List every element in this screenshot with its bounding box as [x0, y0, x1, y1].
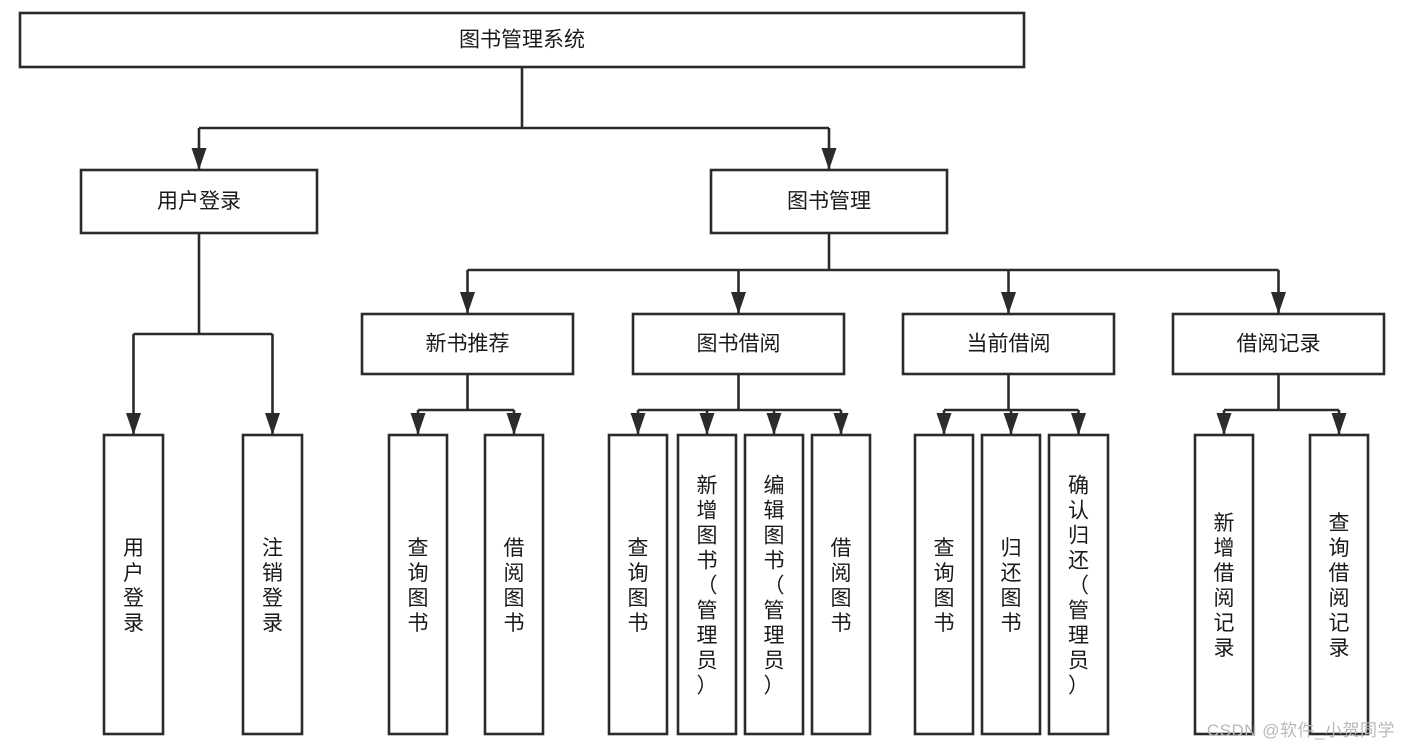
node-label: 确认归还（管理员） — [1068, 475, 1089, 698]
node-leaf-bor-edit-book[interactable]: 编辑图书（管理员） — [743, 433, 805, 736]
node-box — [901, 312, 1116, 376]
node-current-borrow[interactable]: 当前借阅 — [901, 312, 1116, 376]
node-label: 借阅记录 — [1237, 333, 1321, 356]
node-label: 查询图书 — [934, 537, 955, 635]
node-leaf-user-login[interactable]: 用户登录 — [102, 433, 165, 736]
node-label: 用户登录 — [123, 537, 144, 635]
node-box — [709, 168, 949, 235]
arrow-head-icon — [410, 413, 426, 435]
node-box — [1171, 312, 1386, 376]
arrow-head-icon — [1003, 413, 1019, 435]
node-label: 当前借阅 — [967, 333, 1051, 356]
node-box — [607, 433, 669, 736]
node-box — [1193, 433, 1255, 736]
node-box — [79, 168, 319, 235]
node-label: 图书管理 — [787, 190, 871, 213]
nodes-layer: 图书管理系统用户登录图书管理新书推荐图书借阅当前借阅借阅记录用户登录注销登录查询… — [18, 11, 1386, 736]
node-borrow-record[interactable]: 借阅记录 — [1171, 312, 1386, 376]
node-box — [743, 433, 805, 736]
node-label: 新增图书（管理员） — [697, 475, 718, 698]
node-leaf-rec-add-record[interactable]: 新增借阅记录 — [1193, 433, 1255, 736]
arrow-head-icon — [1271, 292, 1286, 314]
arrow-head-icon — [1331, 413, 1347, 435]
node-label: 新增借阅记录 — [1214, 512, 1235, 660]
node-leaf-cur-return-book[interactable]: 归还图书 — [980, 433, 1042, 736]
node-leaf-rec-borrow-book[interactable]: 借阅图书 — [483, 433, 545, 736]
node-label: 新书推荐 — [426, 333, 510, 356]
edges-layer — [126, 67, 1347, 435]
arrow-head-icon — [1001, 292, 1016, 314]
node-leaf-cur-query-book[interactable]: 查询图书 — [913, 433, 975, 736]
node-label: 图书借阅 — [697, 333, 781, 356]
node-book-borrow[interactable]: 图书借阅 — [631, 312, 846, 376]
arrow-head-icon — [630, 413, 646, 435]
node-box — [1308, 433, 1370, 736]
arrow-head-icon — [1071, 413, 1086, 435]
arrow-head-icon — [833, 413, 849, 435]
arrow-head-icon — [1216, 413, 1232, 435]
node-box — [1047, 433, 1110, 736]
node-box — [810, 433, 872, 736]
node-label: 借阅图书 — [831, 537, 852, 635]
node-leaf-bor-add-book[interactable]: 新增图书（管理员） — [676, 433, 738, 736]
arrow-head-icon — [766, 413, 782, 435]
node-box — [676, 433, 738, 736]
node-user-login[interactable]: 用户登录 — [79, 168, 319, 235]
node-new-book-recommend[interactable]: 新书推荐 — [360, 312, 575, 376]
arrow-head-icon — [126, 413, 141, 435]
node-box — [631, 312, 846, 376]
node-box — [980, 433, 1042, 736]
node-leaf-rec-query-book[interactable]: 查询图书 — [387, 433, 449, 736]
watermark: CSDN @软件_小贺同学 — [1206, 721, 1395, 740]
node-label: 查询图书 — [628, 537, 649, 635]
arrow-head-icon — [936, 413, 952, 435]
node-box — [241, 433, 304, 736]
node-leaf-bor-query-book[interactable]: 查询图书 — [607, 433, 669, 736]
node-leaf-user-logout[interactable]: 注销登录 — [241, 433, 304, 736]
node-leaf-bor-borrow-book[interactable]: 借阅图书 — [810, 433, 872, 736]
node-label: 借阅图书 — [504, 537, 525, 635]
node-leaf-rec-query-record[interactable]: 查询借阅记录 — [1308, 433, 1370, 736]
node-box — [18, 11, 1026, 69]
node-label: 注销登录 — [262, 537, 283, 635]
node-label: 查询借阅记录 — [1329, 512, 1350, 660]
node-leaf-cur-confirm-return[interactable]: 确认归还（管理员） — [1047, 433, 1110, 736]
arrow-head-icon — [460, 292, 475, 314]
node-book-manage[interactable]: 图书管理 — [709, 168, 949, 235]
node-label: 编辑图书（管理员） — [764, 475, 785, 698]
node-box — [483, 433, 545, 736]
arrow-head-icon — [699, 413, 715, 435]
node-root[interactable]: 图书管理系统 — [18, 11, 1026, 69]
node-label: 查询图书 — [408, 537, 429, 635]
arrow-head-icon — [265, 413, 280, 435]
arrow-head-icon — [506, 413, 522, 435]
node-label: 用户登录 — [157, 190, 241, 213]
arrow-head-icon — [731, 292, 746, 314]
arrow-head-icon — [191, 148, 207, 170]
node-box — [913, 433, 975, 736]
arrow-head-icon — [821, 148, 837, 170]
node-box — [387, 433, 449, 736]
node-label: 图书管理系统 — [459, 29, 585, 52]
node-box — [102, 433, 165, 736]
node-box — [360, 312, 575, 376]
node-label: 归还图书 — [1001, 537, 1022, 635]
